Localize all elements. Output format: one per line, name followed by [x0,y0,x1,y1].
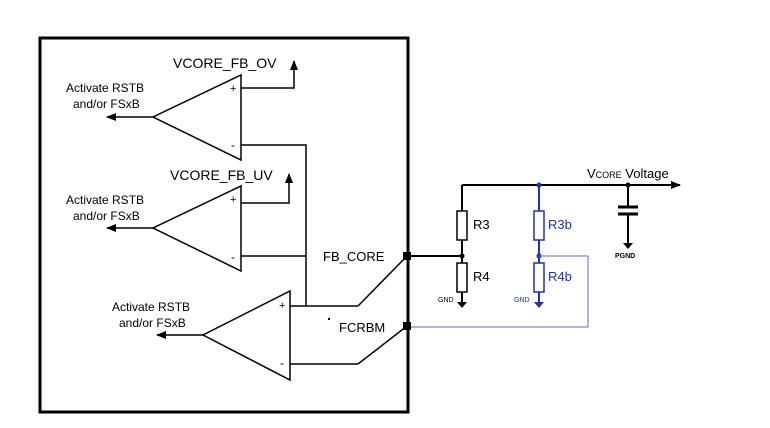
stray-dot [328,318,330,320]
r3-label: R3 [473,217,490,232]
output-capacitor [618,185,638,243]
fcrbm-pin [403,322,411,330]
r3-resistor [456,210,468,241]
comparator-uv-triangle [151,184,242,273]
comparator-uv-plus: + [230,194,236,206]
r3b-resistor [533,210,545,241]
ov-action-line2: and/or FSxB [73,97,140,111]
ov-threshold-wire [241,60,298,89]
comparator-ov-triangle [151,73,242,162]
comparator-ov-minus: - [231,138,235,152]
fb-core-node [459,253,465,259]
comparator-uv-minus: - [231,250,235,264]
fcrbm-pin-label: FCRBM [339,320,385,335]
fcrbm-sense-wire [411,255,589,328]
ov-action-line1: Activate RSTB [66,81,144,95]
gnd-label: GND [438,297,454,304]
fb-core-internal-net [241,144,408,365]
vcore-subscript: CORE [596,170,622,180]
pgnd-icon [623,243,633,249]
uv-threshold-label: VCORE_FB_UV [170,167,273,183]
fb-action-line2: and/or FSxB [119,316,186,330]
ov-threshold-label: VCORE_FB_OV [173,55,277,71]
gnd-b-icon [534,302,544,308]
vcore-voltage-label: VCORE Voltage [587,166,669,181]
capacitor-node [625,182,631,188]
uv-threshold-wire [241,173,293,204]
comparator-uv: + - VCORE_FB_UV Activate RSTB and/or FSx… [66,167,293,273]
fb-core-pin [403,252,411,260]
r4b-label: R4b [548,269,572,284]
r3b-label: R3b [548,217,572,232]
comparator-fb: + - Activate RSTB and/or FSxB [112,289,291,382]
r4-label: R4 [473,269,490,284]
uv-action-line1: Activate RSTB [66,193,144,207]
r3b-top-node [536,182,542,188]
comparator-fb-triangle [201,289,291,382]
comparator-fb-minus: - [280,356,284,370]
vcore-prefix: V [587,166,596,181]
pgnd-label: PGND [615,253,635,260]
comparator-ov-plus: + [230,83,236,95]
external-feedback-network [411,181,681,302]
comparator-ov: + - VCORE_FB_OV Activate RSTB and/or FSx… [66,55,298,162]
gnd-icon [457,302,467,308]
gnd-b-label: GND [514,297,530,304]
vcore-suffix: Voltage [622,166,669,181]
comparator-fb-plus: + [279,300,285,312]
device-boundary [38,36,410,414]
uv-action-line2: and/or FSxB [73,209,140,223]
fb-core-pin-label: FB_CORE [323,249,385,264]
fb-action-line1: Activate RSTB [112,300,190,314]
r4b-resistor [533,262,545,293]
r4-resistor [456,262,468,293]
